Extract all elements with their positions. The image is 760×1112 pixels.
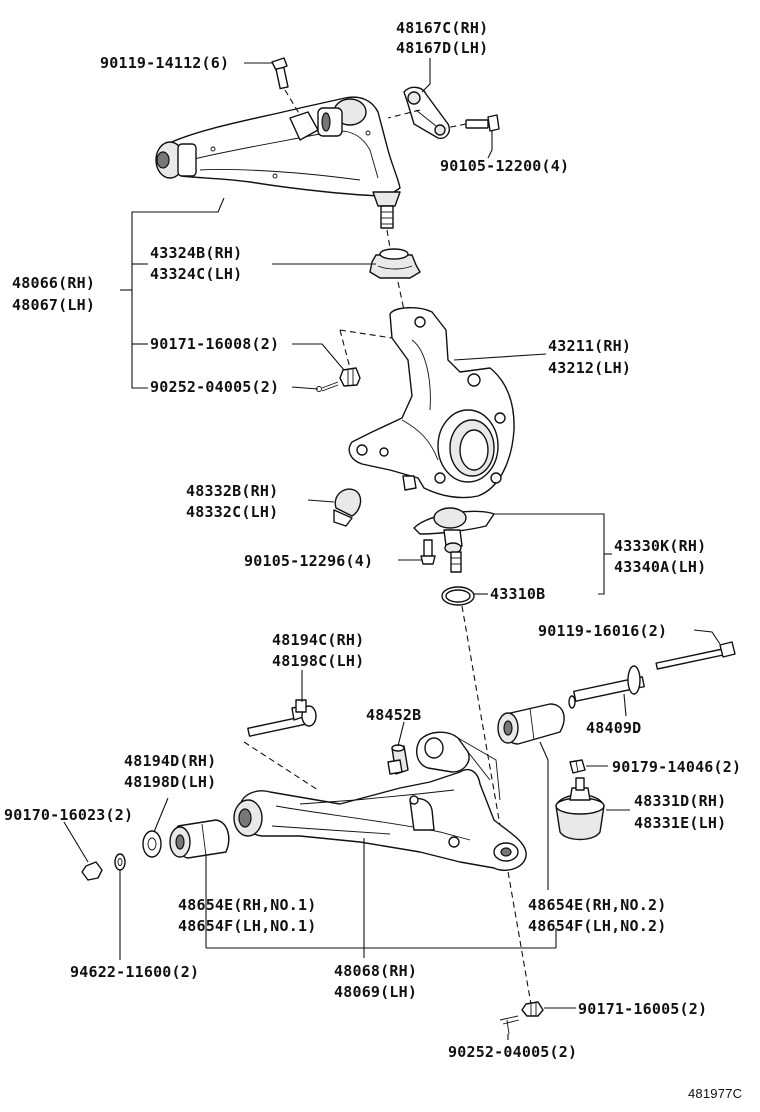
label-43324-lh: 43324C(LH): [150, 265, 242, 283]
label-48331-rh: 48331D(RH): [634, 792, 726, 810]
cam-washer-48194D[interactable]: [142, 830, 162, 858]
bolt-90105-12200[interactable]: [387, 109, 500, 132]
cotter-pin-90252-04005-top[interactable]: [316, 381, 339, 392]
label-48452B: 48452B: [366, 706, 421, 724]
lower-control-arm[interactable]: [233, 731, 527, 871]
label-48654-no1-rh: 48654E(RH,NO.1): [178, 896, 316, 914]
label-90119-16016: 90119-16016(2): [538, 622, 667, 640]
bolt-90105-12296[interactable]: [420, 539, 436, 565]
label-48409D: 48409D: [586, 719, 641, 737]
bumper-stopper-48332[interactable]: [333, 488, 362, 527]
bushing-48654-no1[interactable]: [169, 819, 230, 859]
label-48654-no1-lh: 48654F(LH,NO.1): [178, 917, 316, 935]
label-90252-04005-top: 90252-04005(2): [150, 378, 279, 396]
cam-plate-48409D[interactable]: [568, 665, 645, 709]
dust-boot-43324[interactable]: [369, 229, 421, 311]
castle-nut-90171-16005[interactable]: [521, 1001, 544, 1017]
label-90252-04005-bottom: 90252-04005(2): [448, 1043, 577, 1061]
label-90179-14046: 90179-14046(2): [612, 758, 741, 776]
label-90171-16005: 90171-16005(2): [578, 1000, 707, 1018]
nut-90170-16023[interactable]: [81, 861, 103, 881]
label-48654-no2-lh: 48654F(LH,NO.2): [528, 917, 666, 935]
label-48066-lh: 48067(LH): [12, 296, 95, 314]
label-48167-lh: 48167D(LH): [396, 39, 488, 57]
label-48332-lh: 48332C(LH): [186, 503, 278, 521]
label-43324-rh: 43324B(RH): [150, 244, 242, 262]
castle-nut-90171-16008[interactable]: [339, 367, 361, 387]
label-90105-12200: 90105-12200(4): [440, 157, 569, 175]
label-48194C-lh: 48198C(LH): [272, 652, 364, 670]
label-48332-rh: 48332B(RH): [186, 482, 278, 500]
cam-bolt-48194C[interactable]: [243, 699, 319, 791]
label-90105-12296: 90105-12296(4): [244, 552, 373, 570]
lower-ball-joint-43330[interactable]: [413, 507, 495, 573]
bushing-48654-no2[interactable]: [497, 703, 565, 745]
upper-control-arm[interactable]: [155, 96, 401, 229]
leader-lines: [63, 58, 721, 1040]
label-48167-rh: 48167C(RH): [396, 19, 488, 37]
bolt-90119-14112[interactable]: [271, 57, 301, 116]
label-43211-rh: 43211(RH): [548, 337, 631, 355]
label-48068-rh: 48068(RH): [334, 962, 417, 980]
label-43330-rh: 43330K(RH): [614, 537, 706, 555]
callout-labels: 48167C(RH) 48167D(LH) 90119-14112(6) 901…: [4, 19, 742, 1101]
label-43310B: 43310B: [490, 585, 545, 603]
label-90170-16023: 90170-16023(2): [4, 806, 133, 824]
washer-94622-11600[interactable]: [114, 853, 126, 871]
cotter-pin-90252-04005-bottom[interactable]: [499, 1015, 520, 1035]
steering-knuckle-43211[interactable]: [348, 307, 515, 499]
label-94622-11600: 94622-11600(2): [70, 963, 199, 981]
snap-ring-43310B[interactable]: [441, 586, 475, 606]
label-48068-lh: 48069(LH): [334, 983, 417, 1001]
label-48194C-rh: 48194C(RH): [272, 631, 364, 649]
label-48066-rh: 48066(RH): [12, 274, 95, 292]
label-43330-lh: 43340A(LH): [614, 558, 706, 576]
bump-stopper-48331D[interactable]: [555, 777, 605, 841]
bolt-90119-16016[interactable]: [655, 641, 736, 670]
nut-90179-14046[interactable]: [569, 759, 586, 774]
label-90171-16008: 90171-16008(2): [150, 335, 279, 353]
bushing-48452B[interactable]: [387, 744, 409, 775]
bracket-48167[interactable]: [403, 86, 450, 139]
label-48194D-lh: 48198D(LH): [124, 773, 216, 791]
label-48194D-rh: 48194D(RH): [124, 752, 216, 770]
label-48654-no2-rh: 48654E(RH,NO.2): [528, 896, 666, 914]
label-43211-lh: 43212(LH): [548, 359, 631, 377]
label-90119-14112: 90119-14112(6): [100, 54, 229, 72]
diagram-code: 481977C: [688, 1086, 742, 1101]
label-48331-lh: 48331E(LH): [634, 814, 726, 832]
